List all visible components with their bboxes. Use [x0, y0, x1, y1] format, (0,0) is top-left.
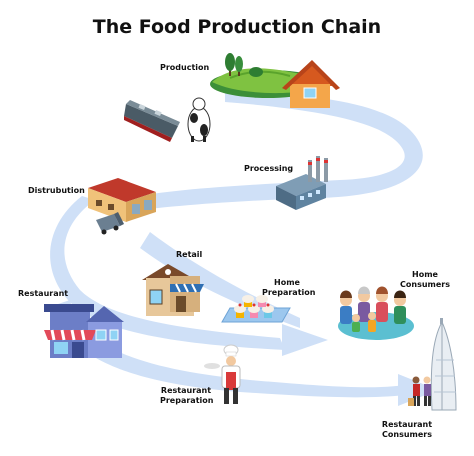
label-restaurant-consumers-line1: Restaurant	[381, 420, 433, 429]
farmhouse-icon	[282, 60, 340, 108]
delivery-truck-icon	[96, 212, 124, 235]
diagram-title: The Food Production Chain	[92, 16, 382, 38]
label-restaurant-preparation-line1: Restaurant	[160, 386, 212, 395]
cow-icon	[187, 97, 211, 142]
label-home-preparation-line1: Home	[274, 278, 300, 287]
chef-icon	[204, 344, 241, 404]
label-distribution: Distrubution	[28, 186, 85, 195]
arrowhead-home-preparation	[282, 324, 328, 356]
cupcake-tray-icon	[221, 295, 291, 323]
label-restaurant-preparation: Restaurant Preparation	[160, 386, 214, 406]
cupcake-icon	[256, 295, 268, 307]
warehouse-icon	[88, 178, 156, 222]
label-restaurant: Restaurant	[18, 289, 69, 298]
retail-shop-icon	[142, 264, 204, 316]
label-home-consumers: Home Consumers	[400, 270, 450, 290]
label-processing: Processing	[244, 164, 294, 173]
label-restaurant-preparation-line2: Preparation	[160, 396, 214, 405]
cupcake-icon	[234, 303, 246, 318]
tree-icon	[225, 53, 263, 77]
label-retail: Retail	[176, 250, 203, 259]
label-restaurant-consumers-line2: Consumers	[382, 430, 432, 439]
label-home-consumers-line1: Home	[412, 270, 438, 279]
couple-icon	[408, 376, 431, 406]
restaurant-building-icon	[44, 304, 124, 358]
cupcake-icon	[242, 295, 254, 307]
factory-icon	[276, 156, 328, 210]
label-restaurant-consumers: Restaurant Consumers	[380, 420, 434, 440]
label-home-preparation-line2: Preparation	[262, 288, 316, 297]
cargo-ship-icon	[124, 100, 180, 142]
label-production: Production	[160, 63, 210, 72]
label-home-consumers-line2: Consumers	[400, 280, 450, 289]
family-icon	[338, 286, 414, 340]
tower-hotel-icon	[430, 318, 457, 411]
label-home-preparation: Home Preparation	[262, 278, 316, 298]
